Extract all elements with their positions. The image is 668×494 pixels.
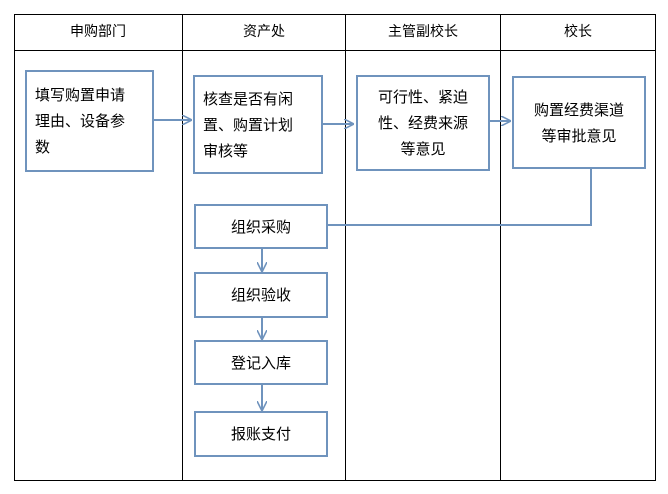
step-register: 登记入库 xyxy=(194,340,328,385)
step-acceptance: 组织验收 xyxy=(194,272,328,318)
step-verify: 核查是否有闲 置、购置计划 审核等 xyxy=(193,75,323,174)
lane-header-asset-office: 资产处 xyxy=(243,24,285,40)
step-fill-request: 填写购置申请 理由、设备参 数 xyxy=(25,70,154,172)
lane-header-requesting-dept: 申购部门 xyxy=(70,24,126,40)
line-approve-to-purchase xyxy=(328,168,592,226)
step-register-label: 登记入库 xyxy=(230,353,291,372)
swimlane-border xyxy=(14,14,656,481)
step-reimburse: 报账支付 xyxy=(194,411,328,457)
step-reimburse-label: 报账支付 xyxy=(230,425,291,443)
step-feasibility-label: 可行性、紧迫 性、经费来源 等意见 xyxy=(377,88,468,158)
lane-header-vice-president: 主管副校长 xyxy=(388,24,458,40)
step-acceptance-label: 组织验收 xyxy=(230,286,291,304)
swimlane-grid xyxy=(14,14,656,481)
lane-header-president: 校长 xyxy=(564,24,592,40)
step-fill-request-label: 填写购置申请 理由、设备参 数 xyxy=(35,86,126,156)
step-verify-label: 核查是否有闲 置、购置计划 审核等 xyxy=(203,89,294,160)
step-approve-label: 购置经费渠道 等审批意见 xyxy=(533,100,624,145)
step-approve: 购置经费渠道 等审批意见 xyxy=(512,76,646,169)
step-feasibility: 可行性、紧迫 性、经费来源 等意见 xyxy=(356,75,490,171)
step-purchase: 组织采购 xyxy=(194,204,328,249)
step-purchase-label: 组织采购 xyxy=(230,217,291,236)
